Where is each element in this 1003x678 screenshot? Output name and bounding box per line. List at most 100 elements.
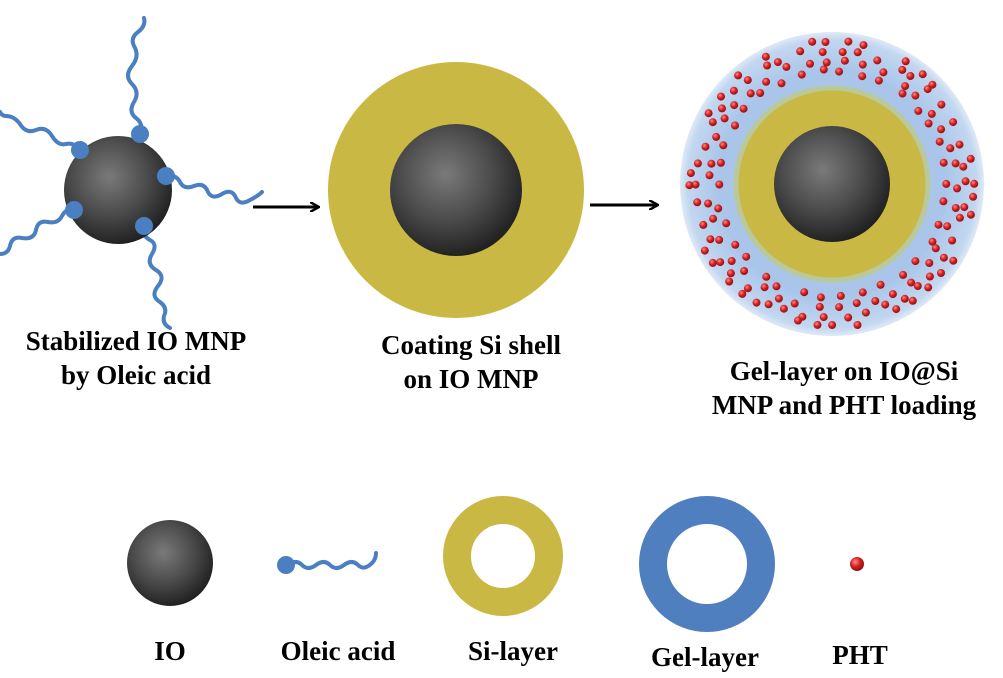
pht-particle bbox=[719, 141, 728, 150]
pht-particle bbox=[913, 282, 922, 290]
pht-particle bbox=[819, 313, 828, 322]
pht-particle bbox=[951, 204, 960, 212]
pht-particle bbox=[743, 284, 752, 293]
oleic-acid-tail bbox=[164, 173, 264, 205]
pht-particle bbox=[927, 109, 936, 118]
pht-particle bbox=[906, 72, 915, 80]
pht-particle bbox=[937, 100, 946, 109]
pht-particle bbox=[806, 59, 814, 68]
pht-particle bbox=[800, 288, 809, 297]
pht-particle bbox=[911, 91, 920, 100]
pht-particle bbox=[943, 222, 952, 231]
pht-particle bbox=[828, 321, 837, 329]
step-1-caption-line1: Stabilized IO MNP bbox=[25, 326, 247, 356]
pht-particle bbox=[774, 294, 783, 303]
pht-particle bbox=[899, 270, 908, 279]
pht-particle bbox=[898, 89, 907, 98]
pht-particle bbox=[797, 70, 806, 79]
pht-particle bbox=[715, 180, 724, 189]
pht-particle bbox=[731, 121, 739, 130]
pht-particle bbox=[764, 300, 773, 309]
legend-io-label: IO bbox=[154, 636, 186, 666]
legend-pht-label: PHT bbox=[832, 640, 888, 670]
pht-particle bbox=[734, 71, 743, 80]
pht-particle bbox=[700, 246, 709, 255]
pht-particles bbox=[685, 37, 979, 329]
pht-particle bbox=[918, 70, 927, 79]
oleic-acid-head bbox=[65, 201, 83, 219]
iron-oxide-core bbox=[390, 124, 522, 256]
pht-particle bbox=[907, 278, 916, 287]
pht-particle bbox=[709, 214, 718, 223]
pht-particle bbox=[939, 253, 948, 262]
oleic-acid-tail bbox=[0, 110, 82, 152]
pht-particle bbox=[858, 72, 867, 81]
pht-particle bbox=[844, 313, 853, 322]
oleic-acid-head bbox=[135, 217, 153, 235]
legend-gel-layer-icon bbox=[639, 496, 775, 632]
pht-particle bbox=[704, 109, 713, 118]
pht-particle bbox=[790, 299, 799, 308]
pht-particle bbox=[835, 303, 844, 312]
step-2-caption-line2: on IO MNP bbox=[403, 364, 539, 394]
step-3-caption: Gel-layer on IO@Si MNP and PHT loading bbox=[688, 354, 1000, 422]
pht-particle bbox=[730, 101, 739, 110]
pht-particle bbox=[969, 192, 978, 201]
pht-particle bbox=[725, 277, 734, 286]
pht-particle bbox=[772, 282, 781, 291]
legend bbox=[127, 496, 864, 632]
pht-particle bbox=[813, 320, 822, 329]
pht-particle bbox=[779, 304, 788, 313]
pht-particle bbox=[859, 41, 868, 50]
pht-particle bbox=[881, 300, 890, 309]
si-coated-io-mnp bbox=[328, 62, 584, 318]
pht-particle bbox=[966, 154, 975, 163]
pht-particle bbox=[693, 159, 702, 168]
pht-particle bbox=[900, 294, 909, 303]
pht-particle bbox=[726, 269, 735, 278]
oleic-acid-head bbox=[71, 141, 89, 159]
pht-particle bbox=[892, 305, 901, 314]
pht-particle bbox=[701, 142, 710, 151]
pht-particle bbox=[729, 86, 738, 95]
pht-particle bbox=[706, 235, 715, 244]
pht-particle bbox=[928, 80, 937, 89]
pht-particle bbox=[935, 137, 944, 146]
pht-particle bbox=[761, 52, 770, 61]
pht-particle bbox=[705, 171, 714, 180]
pht-particle bbox=[743, 76, 752, 85]
gel-coated-io-si-mnp bbox=[680, 32, 984, 336]
pht-particle bbox=[777, 79, 786, 88]
pht-particle bbox=[685, 181, 694, 190]
pht-particle bbox=[704, 199, 713, 208]
pht-particle bbox=[699, 220, 708, 229]
pht-particle bbox=[708, 258, 717, 267]
pht-particle bbox=[836, 291, 845, 300]
pht-particle bbox=[708, 118, 717, 127]
pht-particle bbox=[876, 280, 885, 289]
pht-particle bbox=[716, 158, 725, 167]
pht-particle bbox=[763, 61, 772, 70]
legend-si-layer-label: Si-layer bbox=[468, 636, 558, 666]
pht-particle bbox=[716, 258, 725, 267]
pht-particle bbox=[948, 236, 957, 245]
step-1-caption-line2: by Oleic acid bbox=[61, 360, 211, 390]
oleic-acid-tail bbox=[141, 224, 172, 330]
pht-particle bbox=[937, 269, 945, 277]
pht-particle bbox=[966, 210, 975, 219]
pht-particle bbox=[924, 119, 933, 128]
pht-particle bbox=[693, 198, 702, 207]
pht-particle bbox=[720, 114, 729, 123]
pht-particle bbox=[949, 118, 958, 127]
pht-particle bbox=[819, 65, 828, 74]
pht-particle bbox=[821, 38, 830, 46]
pht-particle bbox=[773, 58, 782, 67]
pht-particle bbox=[928, 237, 937, 246]
step-1-caption: Stabilized IO MNP by Oleic acid bbox=[0, 324, 272, 392]
pht-particle bbox=[717, 92, 725, 101]
pht-particle bbox=[815, 302, 824, 311]
pht-particle bbox=[955, 213, 964, 222]
pht-particle bbox=[951, 159, 960, 168]
legend-gel-layer-label: Gel-layer bbox=[651, 642, 759, 672]
